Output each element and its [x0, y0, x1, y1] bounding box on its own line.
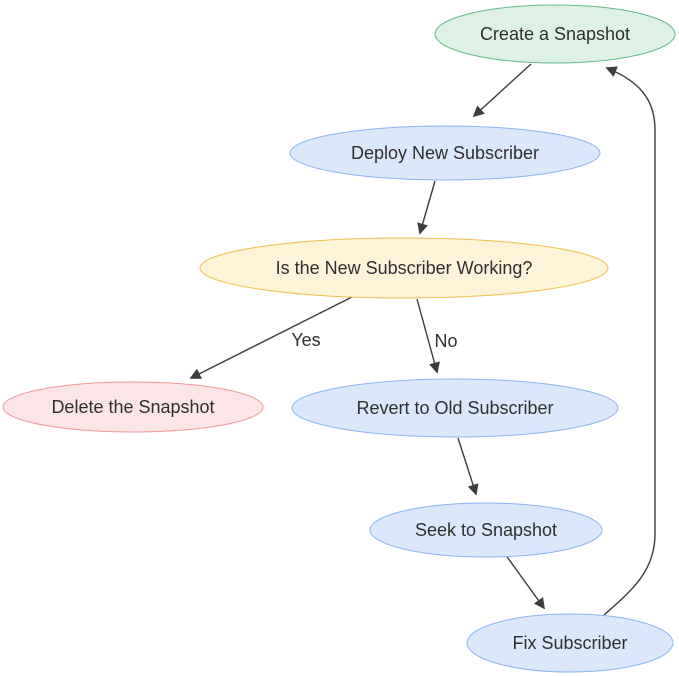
- edge-deploy-to-working: [417, 180, 436, 235]
- node-is-new-subscriber-working: Is the New Subscriber Working?: [199, 237, 609, 299]
- node-fix-subscriber-label: Fix Subscriber: [512, 633, 627, 653]
- edge-layer: [189, 63, 656, 616]
- node-delete-the-snapshot: Delete the Snapshot: [2, 381, 264, 433]
- node-is-new-subscriber-working-label: Is the New Subscriber Working?: [276, 258, 533, 278]
- edge-fix-to-create-loop: [603, 66, 656, 616]
- edge-create-to-deploy: [472, 63, 532, 118]
- node-layer: Create a Snapshot Deploy New Subscriber …: [2, 4, 676, 673]
- node-seek-to-snapshot: Seek to Snapshot: [369, 502, 603, 558]
- edge-seek-to-fix: [504, 553, 545, 610]
- edge-label-no: No: [434, 331, 457, 351]
- edge-revert-to-seek: [457, 437, 479, 496]
- node-create-snapshot-label: Create a Snapshot: [480, 24, 630, 44]
- node-fix-subscriber-shape: [466, 613, 674, 673]
- node-create-snapshot: Create a Snapshot: [434, 4, 676, 64]
- edge-working-to-revert-no: [416, 298, 440, 374]
- edge-working-to-delete-yes: [189, 296, 353, 379]
- node-deploy-new-subscriber: Deploy New Subscriber: [289, 125, 601, 181]
- node-revert-to-old-subscriber: Revert to Old Subscriber: [291, 378, 619, 438]
- node-is-new-subscriber-working-shape: [199, 237, 609, 299]
- node-deploy-new-subscriber-shape: [289, 125, 601, 181]
- node-revert-to-old-subscriber-shape: [291, 378, 619, 438]
- node-seek-to-snapshot-label: Seek to Snapshot: [415, 520, 557, 540]
- edge-label-layer: Yes No: [291, 330, 457, 351]
- node-revert-to-old-subscriber-label: Revert to Old Subscriber: [356, 398, 553, 418]
- node-fix-subscriber: Fix Subscriber: [466, 613, 674, 673]
- node-seek-to-snapshot-shape: [369, 502, 603, 558]
- edge-label-yes: Yes: [291, 330, 320, 350]
- node-create-snapshot-shape: [434, 4, 676, 64]
- node-delete-the-snapshot-label: Delete the Snapshot: [51, 397, 214, 417]
- node-delete-the-snapshot-shape: [2, 381, 264, 433]
- node-deploy-new-subscriber-label: Deploy New Subscriber: [351, 143, 539, 163]
